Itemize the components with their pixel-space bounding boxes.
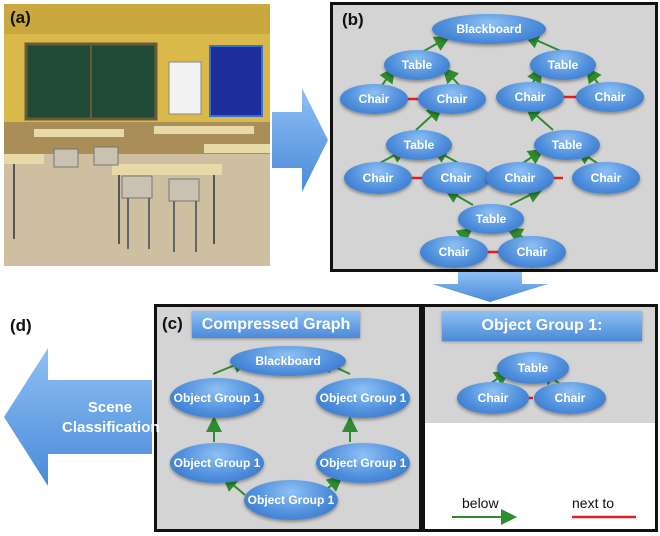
panel-legend	[422, 423, 658, 532]
panel-c-graph	[154, 304, 422, 532]
node-object-group: Object Group 1	[170, 378, 264, 418]
legend-next-to-label: next to	[572, 495, 615, 511]
label-b: (b)	[342, 10, 364, 29]
node-object-group: Object Group 1	[316, 378, 410, 418]
node-chair: Chair	[496, 82, 564, 112]
node-chair: Chair	[422, 162, 490, 194]
label-a: (a)	[10, 8, 31, 27]
node-table: Table	[530, 50, 596, 80]
scene-classification-text: Scene Classification	[62, 399, 160, 436]
node-object-group: Object Group 1	[170, 443, 264, 483]
node-chair: Chair	[534, 382, 606, 414]
node-chair: Chair	[486, 162, 554, 194]
node-table: Table	[497, 352, 569, 384]
node-object-group: Object Group 1	[316, 443, 410, 483]
object-group-title: Object Group 1:	[442, 311, 642, 341]
legend-below-label: below	[462, 495, 499, 511]
node-table: Table	[458, 204, 524, 234]
node-chair: Chair	[576, 82, 644, 112]
node-object-group: Object Group 1	[244, 480, 338, 520]
node-chair: Chair	[418, 84, 486, 114]
node-chair: Chair	[340, 84, 408, 114]
label-c: (c)	[162, 314, 183, 333]
classroom-photo	[4, 4, 270, 266]
classroom-illustration	[4, 4, 270, 266]
node-table: Table	[386, 130, 452, 160]
node-chair: Chair	[572, 162, 640, 194]
node-table: Table	[384, 50, 450, 80]
node-table: Table	[534, 130, 600, 160]
node-chair: Chair	[498, 236, 566, 268]
node-blackboard: Blackboard	[230, 346, 346, 376]
node-chair: Chair	[457, 382, 529, 414]
node-chair: Chair	[344, 162, 412, 194]
label-d: (d)	[10, 316, 32, 335]
node-blackboard: Blackboard	[432, 14, 546, 44]
node-chair: Chair	[420, 236, 488, 268]
compressed-graph-title: Compressed Graph	[192, 311, 360, 338]
